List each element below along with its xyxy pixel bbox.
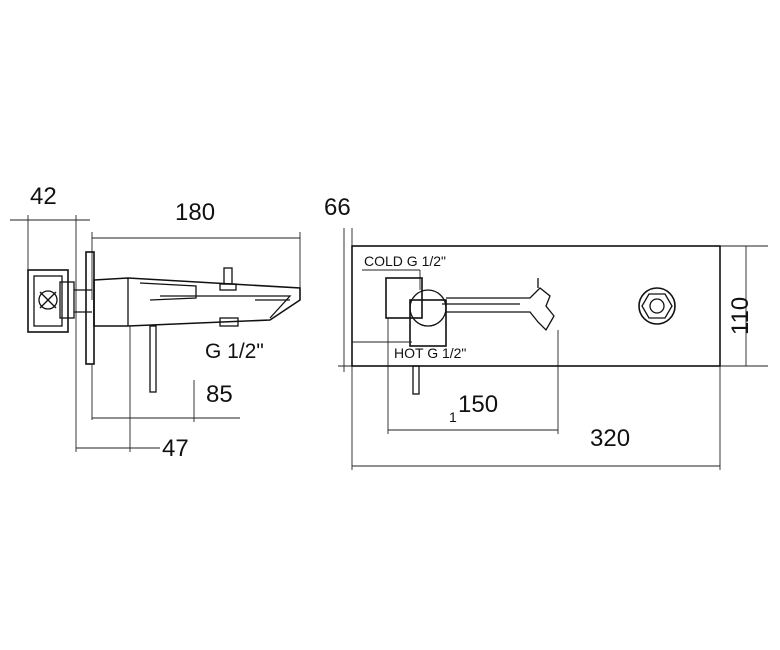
cold-label: COLD G 1/2" [364, 253, 446, 269]
dim-180: 180 [175, 199, 215, 226]
front-view: 66 110 COLD G 1/2" HOT G 1/2" [324, 194, 768, 470]
handle-block-top [385, 277, 423, 319]
dim-marker: 1 [449, 409, 457, 425]
diverter-knob [638, 287, 676, 325]
side-view: 42 180 G 1/2" 85 [10, 183, 301, 462]
hot-label: HOT G 1/2" [394, 345, 466, 361]
dim-150: 150 [458, 391, 498, 418]
handle-block-bottom [409, 299, 447, 347]
front-plate [351, 245, 721, 367]
dim-47: 47 [162, 435, 189, 462]
wall-box [27, 269, 69, 333]
dim-110: 110 [727, 297, 754, 335]
spout-body [93, 277, 301, 327]
lever [149, 325, 157, 393]
connection-label: G 1/2" [205, 340, 264, 363]
front-lever [412, 365, 420, 395]
wall-plate [85, 251, 95, 365]
dim-42: 42 [30, 183, 57, 210]
dim-85: 85 [206, 381, 233, 408]
dim-320: 320 [590, 425, 630, 452]
dim-66: 66 [324, 194, 351, 221]
